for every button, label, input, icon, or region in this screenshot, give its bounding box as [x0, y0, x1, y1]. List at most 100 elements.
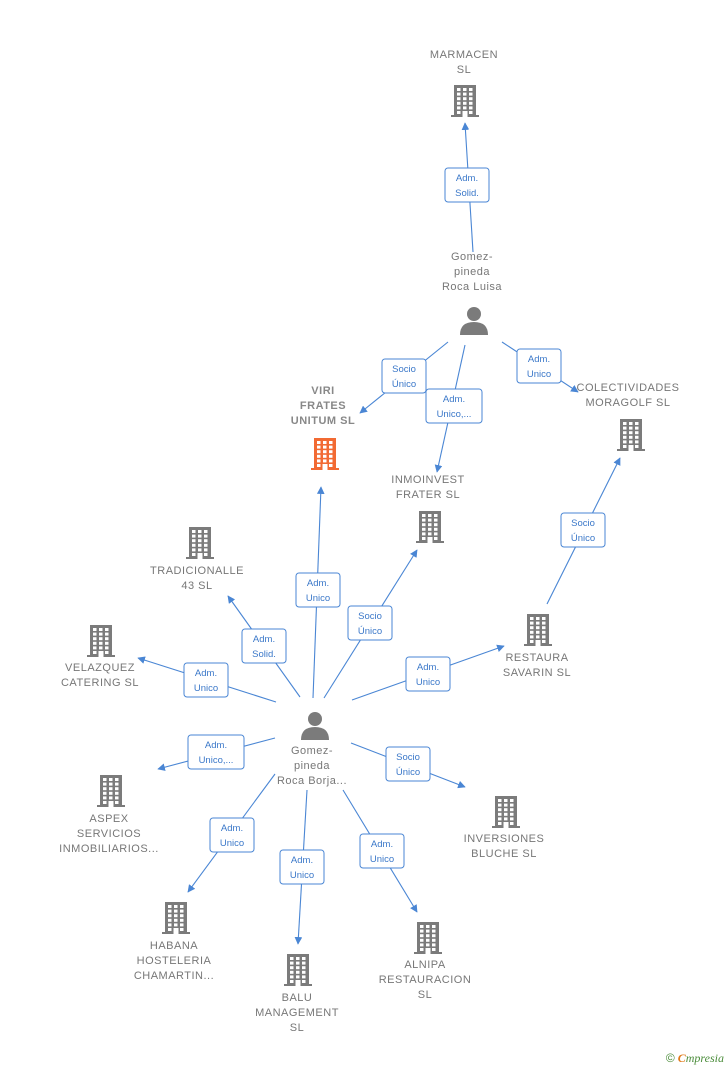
edge-label-box[interactable]	[516, 348, 562, 384]
edge-label-text: Unico	[194, 683, 218, 694]
node-marmacen[interactable]: MARMACEN SL	[430, 49, 498, 117]
node-label: SL	[418, 989, 432, 1001]
node-label: SL	[457, 64, 471, 76]
edge-label-box[interactable]	[405, 656, 451, 692]
edge-label-text: Único	[358, 626, 382, 637]
edge-gomez_borja-velazquez: Adm. Unico	[137, 656, 277, 703]
edge-label-text: Unico,...	[199, 755, 234, 766]
edge-label-box[interactable]	[385, 746, 431, 782]
edge-label-text: Adm.	[456, 173, 478, 184]
building-icon[interactable]	[284, 954, 312, 986]
node-label: MARMACEN	[430, 49, 498, 61]
edge-gomez_luisa-marmacen: Adm. Solid.	[444, 122, 490, 253]
edge-gomez_borja-alnipa: Adm.Unico	[342, 789, 418, 913]
edge-label-text: Socio	[392, 364, 416, 375]
brand-footer: © Cmpresia	[666, 1051, 724, 1066]
node-label: BLUCHE SL	[471, 848, 537, 860]
edge-label-text: Adm.	[307, 578, 329, 589]
edge-label-text: Adm.	[443, 394, 465, 405]
building-icon[interactable]	[524, 614, 552, 646]
edge-label-box[interactable]	[381, 358, 427, 394]
building-icon[interactable]	[162, 902, 190, 934]
building-icon[interactable]	[617, 419, 645, 451]
edge-label-box[interactable]	[241, 628, 287, 664]
edge-label-box[interactable]	[295, 572, 341, 608]
building-icon[interactable]	[451, 85, 479, 117]
edge-label-text: Socio	[571, 518, 595, 529]
edge-label-box[interactable]	[425, 388, 483, 424]
node-label: COLECTIVIDADES	[577, 382, 680, 394]
edge-label-text: Unico	[220, 838, 244, 849]
building-icon[interactable]	[186, 527, 214, 559]
node-label: MANAGEMENT	[255, 1007, 339, 1019]
edge-label-text: Unico,...	[437, 409, 472, 420]
node-label: TRADICIONALLE	[150, 565, 244, 577]
edge-label-text: Solid.	[455, 188, 479, 199]
node-label: 43 SL	[181, 580, 212, 592]
building-icon[interactable]	[414, 922, 442, 954]
node-tradicionalle[interactable]: TRADICIONALLE 43 SL	[150, 527, 244, 592]
node-label: ALNIPA	[404, 959, 445, 971]
person-icon[interactable]	[460, 307, 488, 335]
node-label: Roca Luisa	[442, 281, 502, 293]
edge-label-text: Adm.	[221, 823, 243, 834]
node-label: pineda	[454, 266, 490, 278]
edge-label-box[interactable]	[183, 662, 229, 698]
node-label: Roca Borja...	[277, 775, 347, 787]
node-label: SL	[290, 1022, 304, 1034]
node-aspex[interactable]: ASPEXSERVICIOSINMOBILIARIOS...	[59, 775, 159, 855]
edge-gomez_luisa-inmoinvest: Adm. Unico,...	[425, 344, 483, 473]
building-icon[interactable]	[97, 775, 125, 807]
node-habana[interactable]: HABANAHOSTELERIACHAMARTIN...	[134, 902, 214, 982]
brand-name: mpresia	[685, 1051, 724, 1065]
node-label: INMOBILIARIOS...	[59, 843, 159, 855]
edge-label-text: Único	[396, 767, 420, 778]
building-icon[interactable]	[416, 511, 444, 543]
edge-label-text: Único	[571, 533, 595, 544]
node-label: UNITUM SL	[291, 415, 355, 427]
node-label: SERVICIOS	[77, 828, 141, 840]
person-icon[interactable]	[301, 712, 329, 740]
edge-label-box[interactable]	[209, 817, 255, 853]
edge-label-text: Unico	[527, 369, 551, 380]
edge-label-box[interactable]	[347, 605, 393, 641]
edge-label-text: Solid.	[252, 649, 276, 660]
node-label: SAVARIN SL	[503, 667, 571, 679]
edge-label-text: Adm.	[195, 668, 217, 679]
edge-label-box[interactable]	[359, 833, 405, 869]
copyright-icon: ©	[665, 1051, 675, 1065]
building-icon[interactable]	[311, 438, 339, 470]
building-icon[interactable]	[87, 625, 115, 657]
edge-gomez_borja-habana: Adm. Unico	[187, 773, 276, 893]
node-label: FRATER SL	[396, 489, 460, 501]
node-colectividades[interactable]: COLECTIVIDADES MORAGOLF SL	[577, 382, 680, 451]
edge-label-text: Unico	[370, 854, 394, 865]
edge-label-text: Unico	[306, 593, 330, 604]
node-label: FRATES	[300, 400, 346, 412]
building-icon[interactable]	[492, 796, 520, 828]
edge-label-text: Adm.	[417, 662, 439, 673]
node-label: BALU	[282, 992, 313, 1004]
edge-label-box[interactable]	[279, 849, 325, 885]
node-balu[interactable]: BALU MANAGEMENT SL	[255, 954, 339, 1034]
edge-label-box[interactable]	[560, 512, 606, 548]
edge-label-box[interactable]	[444, 167, 490, 203]
edge-label-box[interactable]	[187, 734, 245, 770]
node-label: HOSTELERIA	[137, 955, 212, 967]
edge-label-text: Adm.	[528, 354, 550, 365]
edges-layer: Adm.Solid.SocioÚnicoAdm.Unico,...Adm.Uni…	[137, 122, 621, 945]
node-label: MORAGOLF SL	[586, 397, 671, 409]
node-label: HABANA	[150, 940, 198, 952]
edge-gomez_borja-restaura: Adm.Unico	[351, 644, 505, 701]
